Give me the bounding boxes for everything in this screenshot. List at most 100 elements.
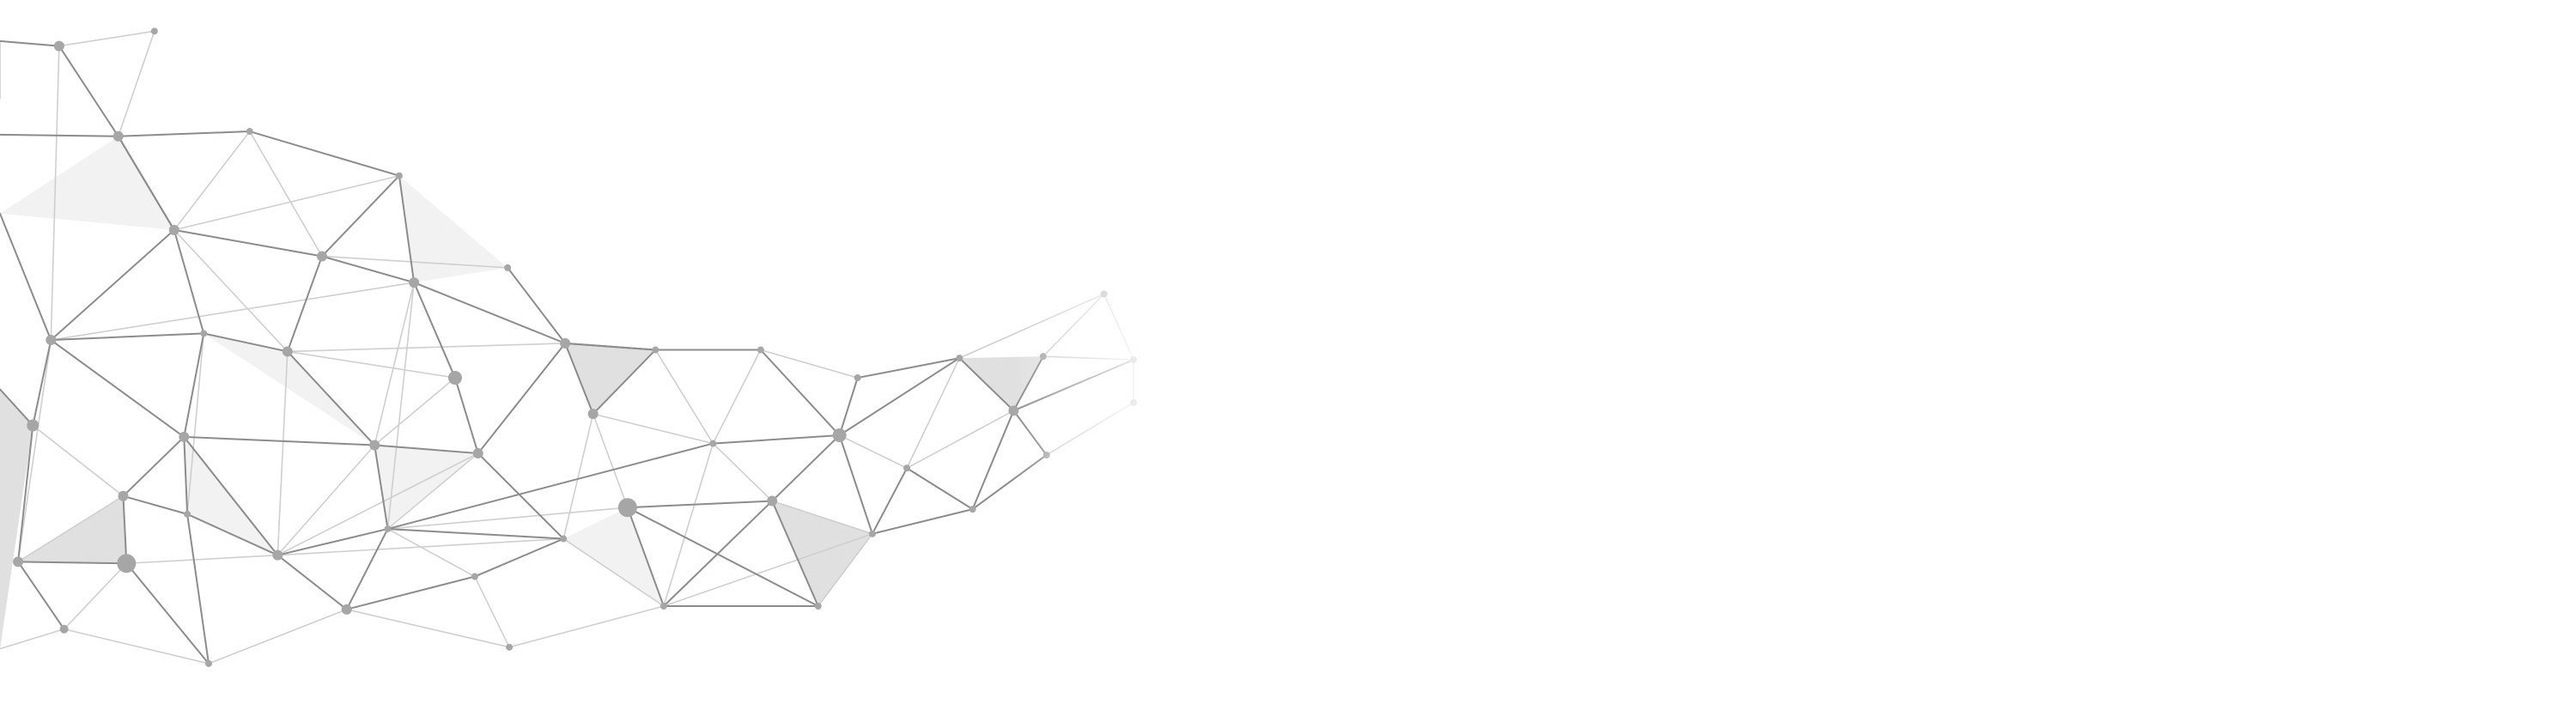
mesh-edge: [413, 282, 456, 379]
mesh-edge: [186, 513, 279, 556]
mesh-node: [506, 643, 513, 651]
mesh-edge: [0, 388, 34, 427]
mesh-node: [832, 428, 847, 443]
mesh-edge: [712, 434, 841, 445]
mesh-edge: [183, 332, 205, 438]
mesh-edge: [32, 424, 125, 497]
mesh-edge: [32, 339, 52, 427]
mesh-edge: [856, 357, 961, 379]
mesh-edge: [183, 435, 376, 446]
mesh-edge: [183, 435, 189, 515]
mesh-face: [563, 507, 664, 606]
mesh-node: [617, 498, 637, 518]
mesh-edge: [17, 561, 128, 565]
mesh-node: [868, 530, 876, 537]
mesh-edge: [817, 533, 873, 607]
mesh-edge: [712, 442, 774, 502]
mesh-node: [282, 346, 293, 357]
mesh-edge: [50, 332, 205, 342]
mesh-face: [18, 495, 127, 564]
mesh-edge: [0, 628, 65, 650]
mesh-edge: [0, 212, 52, 342]
mesh-edge: [838, 377, 859, 437]
mesh-edge: [276, 537, 565, 556]
mesh-edge: [771, 500, 819, 607]
mesh-edge: [17, 495, 125, 563]
mesh-edge: [477, 452, 565, 540]
mesh-edge: [321, 174, 400, 258]
mesh-edge: [838, 434, 873, 535]
mesh-edge: [906, 410, 1015, 470]
mesh-edge: [413, 282, 567, 344]
mesh-edge: [173, 228, 205, 335]
mesh-face: [772, 501, 872, 606]
mesh-edge: [122, 495, 189, 515]
mesh-node: [27, 419, 39, 432]
mesh-edge: [592, 413, 714, 445]
mesh-node: [767, 495, 778, 507]
mesh-edge: [871, 508, 974, 535]
mesh-edge: [564, 342, 657, 351]
mesh-edge: [592, 413, 629, 508]
mesh-node: [956, 355, 963, 362]
mesh-edge: [760, 349, 859, 379]
mesh-edge: [125, 562, 210, 664]
mesh-edge: [374, 377, 456, 446]
mesh-edge: [906, 357, 961, 470]
mesh-edge: [276, 452, 479, 556]
mesh-edge: [345, 528, 389, 610]
mesh-edge: [626, 500, 774, 509]
mesh-node: [179, 431, 190, 442]
mesh-edge: [386, 528, 565, 540]
mesh-edge: [50, 45, 60, 341]
mesh-edge: [208, 609, 348, 664]
mesh-edge: [507, 266, 567, 344]
shaded-faces: [0, 136, 1043, 649]
mesh-face: [0, 136, 174, 230]
mesh-edge: [287, 350, 456, 379]
mesh-node: [246, 128, 253, 136]
mesh-edge: [0, 133, 119, 137]
mesh-edge: [276, 554, 348, 610]
mesh-edge: [374, 444, 479, 455]
mesh-edge: [386, 442, 714, 531]
mesh-node: [46, 335, 57, 346]
mesh-edge: [626, 507, 819, 607]
mesh-edge: [626, 507, 665, 607]
mesh-edge: [63, 628, 210, 664]
mesh-edge: [117, 130, 251, 137]
mesh-edge: [63, 562, 128, 630]
mesh-edge: [386, 282, 415, 530]
mesh-face: [565, 343, 656, 415]
mesh-node: [112, 130, 124, 142]
mesh-edge: [173, 229, 289, 353]
mesh-edge: [321, 255, 508, 269]
mesh-edge: [958, 357, 1015, 412]
mesh-edge: [248, 130, 400, 177]
mesh-node: [272, 549, 283, 561]
mesh-edge: [712, 349, 762, 445]
mesh-edge: [345, 609, 510, 648]
mesh-node: [204, 659, 212, 667]
mesh-edge: [183, 435, 279, 556]
mesh-edge: [562, 537, 665, 607]
mesh-edge: [398, 174, 416, 284]
mesh-edge: [345, 575, 476, 610]
mesh-face: [398, 175, 508, 283]
mesh-node: [472, 448, 483, 459]
mesh-edge: [50, 282, 415, 341]
mesh-node: [903, 464, 911, 472]
mesh-node: [447, 371, 462, 385]
mesh-edge: [58, 30, 155, 47]
mesh-edge: [122, 435, 185, 497]
mesh-node: [756, 346, 764, 354]
mesh-edge: [50, 228, 175, 342]
mesh-edge: [17, 424, 34, 563]
mesh-node: [814, 602, 822, 610]
mesh-edge: [374, 444, 389, 531]
mesh-node: [13, 556, 24, 567]
mesh-edge: [386, 507, 629, 530]
mesh-edge: [17, 339, 52, 563]
mesh-edge: [286, 255, 323, 353]
mesh-edge: [203, 332, 289, 353]
